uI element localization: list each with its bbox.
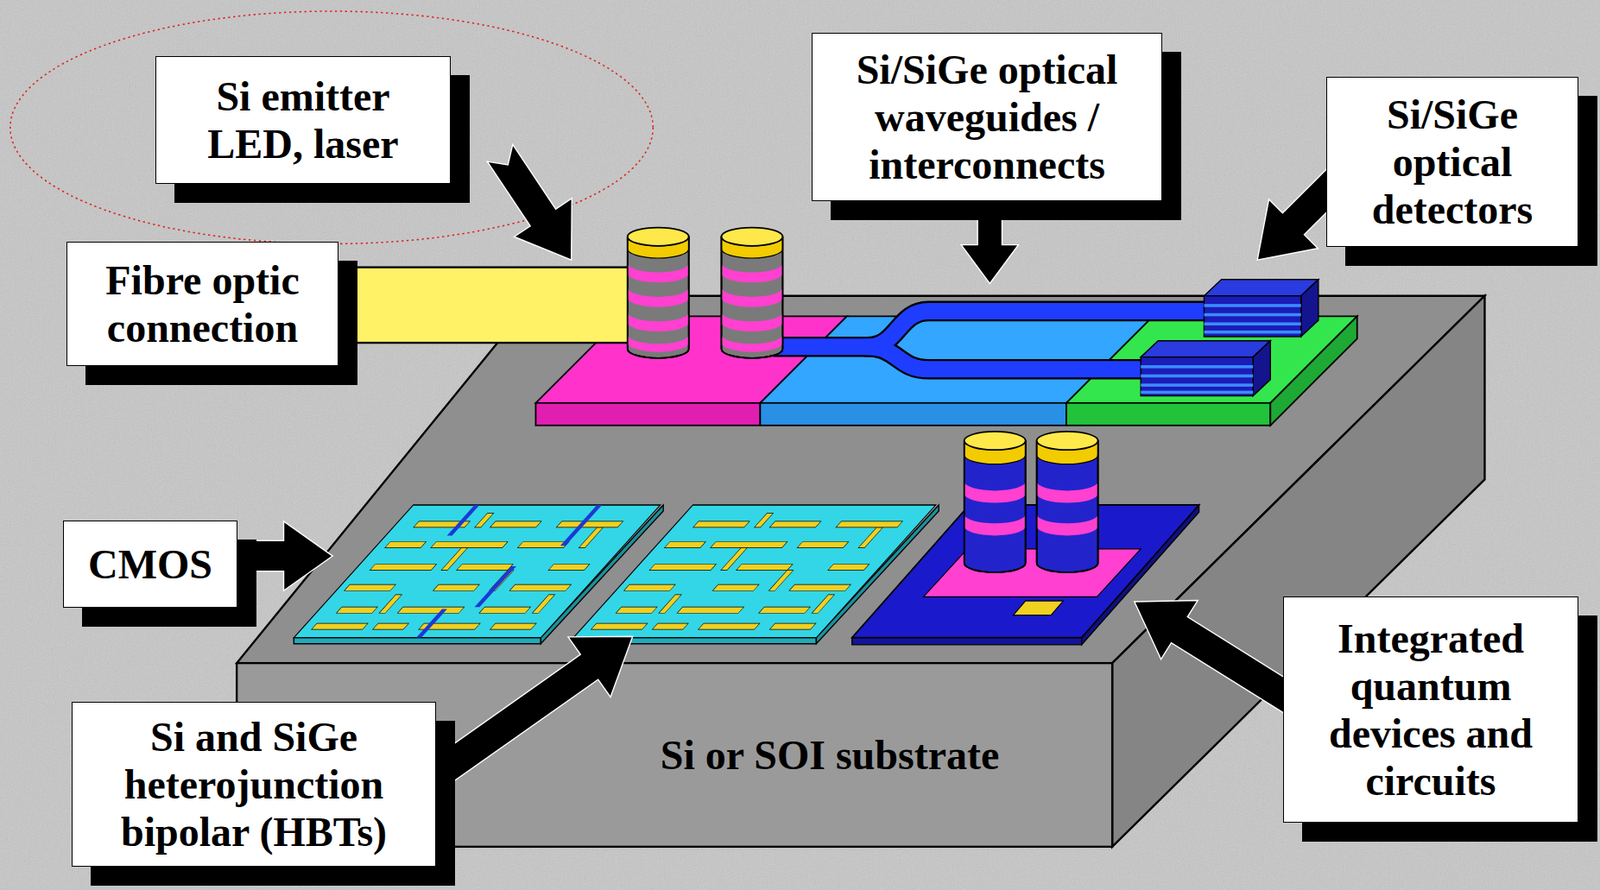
cmos-gates <box>309 512 636 630</box>
callout-box: Integrated quantum devices and circuits <box>1283 596 1579 823</box>
detector-platform-edge <box>1066 403 1271 426</box>
callout-text: Integrated quantum devices and circuits <box>1318 614 1544 805</box>
detector-layer <box>1203 322 1301 326</box>
callout-box: Si/SiGe optical waveguides / interconnec… <box>811 32 1163 202</box>
detector-layer <box>1140 374 1253 379</box>
detector-layer <box>1203 313 1301 317</box>
callout-box: Si emitter LED, laser <box>155 56 451 184</box>
detector-layer <box>1140 391 1253 395</box>
callout-text: Fibre optic connection <box>96 256 309 352</box>
callout-arrow <box>961 202 1019 285</box>
detector-stack <box>1140 341 1271 397</box>
detector-layer <box>1203 330 1301 335</box>
cmos-stripe <box>474 566 517 608</box>
cmos-stripe <box>560 505 602 546</box>
emitter-pillar <box>721 227 784 359</box>
callout-text: Si and SiGe heterojunction bipolar (HBTs… <box>111 713 397 856</box>
detector-top <box>1140 341 1271 358</box>
callout-arrow <box>471 133 601 279</box>
cmos-gates <box>588 512 916 630</box>
emitter-pillar <box>627 227 690 359</box>
quantum-pillar <box>964 431 1026 573</box>
detector-side <box>1252 341 1271 397</box>
quantum-edge <box>852 638 1082 646</box>
callout-text: CMOS <box>85 540 216 589</box>
quantum-region <box>923 549 1141 598</box>
waveguide <box>866 347 1148 370</box>
callout-text: Si/SiGe optical detectors <box>1361 90 1544 234</box>
waveguide-platform-edge <box>759 403 1067 426</box>
substrate-label: Si or SOI substrate <box>639 731 1020 779</box>
cmos-stripe <box>447 505 481 536</box>
callout-box: Fibre optic connection <box>66 241 339 367</box>
waveguide-outline <box>866 347 1148 370</box>
cmos-edge <box>293 638 541 645</box>
callout-arrow <box>232 521 333 591</box>
quantum-contact <box>1012 600 1063 616</box>
callout-box: Si/SiGe optical detectors <box>1326 76 1579 247</box>
callout-box: Si and SiGe heterojunction bipolar (HBTs… <box>71 701 437 867</box>
callout-text: Si/SiGe optical waveguides / interconnec… <box>835 45 1139 189</box>
detector-side <box>1301 279 1319 337</box>
detector-layer <box>1203 303 1301 308</box>
emitter-platform-edge <box>535 403 760 426</box>
detector-stack <box>1203 279 1318 337</box>
fibre-body <box>324 267 644 343</box>
waveguide <box>775 310 1215 347</box>
detector-front <box>1140 357 1253 397</box>
detector-top <box>1203 279 1318 297</box>
quantum-pillar <box>1037 431 1099 573</box>
cmos-stripe <box>416 609 448 639</box>
detector-layer <box>1140 383 1253 387</box>
detector-front <box>1203 296 1301 337</box>
waveguide-outline <box>775 310 1215 347</box>
callout-box: CMOS <box>63 520 238 608</box>
callout-text: Si emitter LED, laser <box>190 72 416 168</box>
detector-layer <box>1140 365 1253 369</box>
